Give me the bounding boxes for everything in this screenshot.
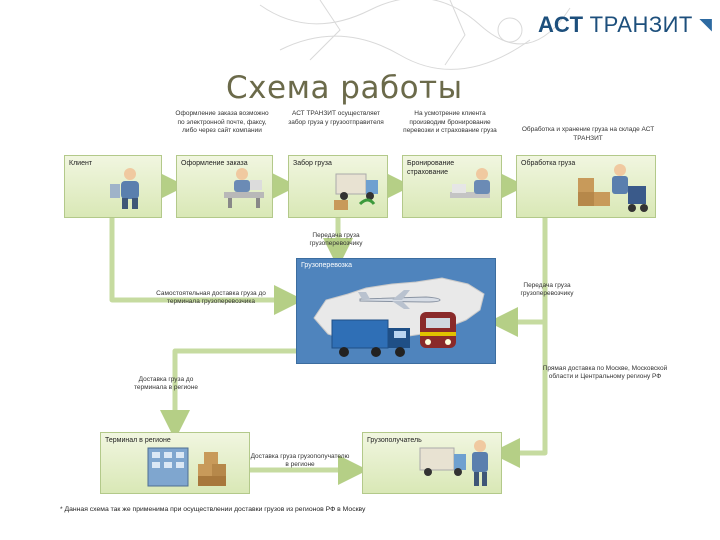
decorative-sketch (259, 0, 571, 70)
label-moscow-delivery: Прямая доставка по Москве, Московской об… (542, 365, 668, 380)
label-transfer: Передача груза грузоперевозчику (520, 282, 574, 297)
train-icon (420, 312, 456, 348)
brand-name-part2: ТРАНЗИТ (589, 12, 693, 37)
brand-logo: АСТ ТРАНЗИТ (538, 12, 712, 38)
stage-client-label: Клиент (69, 160, 93, 167)
terminal-building-icon (147, 447, 226, 487)
label-consignee-delivery: Доставка груза грузополучателю в регионе (250, 453, 350, 468)
warehouse-worker-icon (578, 164, 648, 212)
truck-icon (331, 319, 410, 357)
pickup-van-icon (334, 173, 378, 210)
transport-panel-label: Грузоперевозка (301, 262, 352, 269)
client-figure-icon (110, 168, 139, 209)
label-self-delivery: Самостоятельная доставка груза до термин… (156, 290, 266, 305)
footnote: * Данная схема так же применима при осущ… (60, 506, 366, 513)
operator-desk-icon (224, 168, 264, 208)
page-title: Схема работы (226, 70, 463, 106)
stage-processing-label: Обработка груза (521, 160, 576, 167)
stage-pickup-label: Забор груза (293, 160, 332, 167)
stage-order-label: Оформление заказа (181, 160, 248, 167)
desc-order: Оформление заказа возможно по электронно… (175, 110, 269, 134)
stage-consignee-label: Грузополучатель (367, 437, 422, 444)
desc-processing: Обработка и хранение груза на складе АСТ… (521, 126, 655, 142)
desc-booking: На усмотрение клиента производим брониро… (403, 110, 497, 134)
desc-pickup: АСТ ТРАНЗИТ осуществляет забор груза у г… (288, 110, 384, 126)
brand-name-part1: АСТ (538, 12, 584, 37)
stage-terminal-label: Терминал в регионе (105, 437, 171, 444)
stage-booking-label: Бронирование страхование (407, 160, 455, 176)
airplane-icon (358, 290, 441, 309)
consignee-van-icon (419, 440, 488, 486)
label-region-delivery: Доставка груза до терминала в регионе (134, 376, 198, 391)
label-handover: Передача груза грузоперевозчику (309, 232, 363, 247)
booking-desk-icon (450, 168, 490, 198)
